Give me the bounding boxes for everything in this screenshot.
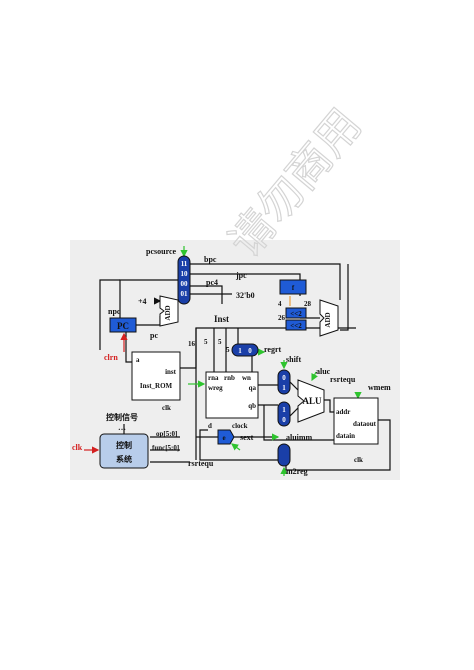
label-wmem: wmem bbox=[368, 383, 391, 392]
add2-label: ADD bbox=[324, 312, 332, 327]
mux-input-10: 10 bbox=[181, 270, 189, 278]
shift-box-1-label: <<2 bbox=[290, 310, 302, 318]
sext-box: e bbox=[217, 429, 235, 445]
label-clrn: clrn bbox=[104, 353, 118, 362]
label-op: op[5:0] bbox=[156, 430, 177, 438]
alu-label: ALU bbox=[302, 396, 322, 406]
label-pcsource: pcsource bbox=[146, 247, 177, 256]
pc-source-mux: 11 10 00 01 bbox=[177, 255, 191, 305]
label-m2reg: m2reg bbox=[286, 467, 308, 476]
label-26: 26 bbox=[278, 314, 286, 322]
rf-rna: rna bbox=[208, 374, 219, 382]
label-rsrtequ-bottom: rsrtequ bbox=[188, 459, 214, 468]
ram-datain: datain bbox=[336, 432, 355, 440]
rom-name: Inst_ROM bbox=[140, 382, 173, 390]
instruction-rom: a inst Inst_ROM clk bbox=[131, 351, 181, 412]
label-dots: … bbox=[118, 423, 126, 432]
rf-wreg: wreg bbox=[208, 384, 223, 392]
adder-branch: ADD bbox=[319, 299, 339, 337]
regrt-in-0: 0 bbox=[248, 347, 252, 355]
label-4: 4 bbox=[278, 300, 282, 308]
label-sext: sext bbox=[240, 433, 254, 442]
label-func: func[5:0] bbox=[152, 444, 179, 452]
label-5a: 5 bbox=[204, 338, 208, 346]
label-plus4: +4 bbox=[138, 297, 147, 306]
label-shift: shift bbox=[286, 355, 301, 364]
label-jpc: jpc bbox=[235, 271, 247, 280]
label-regrt: regrt bbox=[264, 345, 282, 354]
label-inst: Inst bbox=[214, 314, 229, 324]
control-line-1: 控制 bbox=[116, 440, 132, 450]
alu-mux-a-1: 1 bbox=[282, 384, 286, 392]
label-npc: npc bbox=[108, 307, 121, 316]
control-unit: 控制 系统 bbox=[99, 433, 149, 469]
mux-input-11: 11 bbox=[181, 260, 188, 268]
jpc-box-label: f bbox=[292, 284, 295, 292]
register-file: rna rnb wn wreg qa qb d clock bbox=[205, 371, 259, 430]
label-bpc: bpc bbox=[204, 255, 217, 264]
ram-addr: addr bbox=[336, 408, 350, 416]
m2reg-mux bbox=[277, 443, 291, 467]
rf-qa: qa bbox=[249, 384, 257, 392]
signal-labels: pcsource bpc jpc pc4 32'b0 +4 npc pc clr… bbox=[72, 247, 391, 476]
rom-inst: inst bbox=[165, 368, 177, 376]
label-aluc: aluc bbox=[316, 367, 331, 376]
alu-mux-b: 1 0 bbox=[277, 401, 291, 427]
alu-mux-a: 0 1 bbox=[277, 369, 291, 395]
rf-clock: clock bbox=[232, 422, 248, 430]
label-rsrtequ-top: rsrtequ bbox=[330, 375, 356, 384]
alu: ALU bbox=[297, 379, 325, 423]
label-16: 16 bbox=[188, 340, 196, 348]
ram-clk: clk bbox=[354, 456, 363, 464]
adder-pc4: ADD bbox=[159, 295, 179, 327]
rf-rnb: rnb bbox=[224, 374, 235, 382]
shift-left-boxes: <<2 <<2 bbox=[285, 307, 307, 331]
label-ctrl-signals: 控制信号 bbox=[106, 412, 138, 422]
data-ram: addr dataout datain clk bbox=[333, 397, 379, 464]
rom-clk: clk bbox=[162, 404, 171, 412]
label-5b: 5 bbox=[218, 338, 222, 346]
label-32b0: 32'b0 bbox=[236, 291, 255, 300]
pc-label: PC bbox=[117, 321, 129, 331]
label-28: 28 bbox=[304, 300, 312, 308]
label-clk-main: clk bbox=[72, 443, 83, 452]
add1-label: ADD bbox=[164, 305, 172, 320]
label-aluimm: aluimm bbox=[286, 433, 313, 442]
rom-a: a bbox=[136, 356, 140, 364]
alu-mux-b-1: 1 bbox=[282, 406, 286, 414]
label-5c: 5 bbox=[226, 346, 230, 354]
regrt-in-1: 1 bbox=[238, 347, 242, 355]
control-line-2: 系统 bbox=[116, 454, 132, 464]
rf-d: d bbox=[208, 422, 212, 430]
mux-input-01: 01 bbox=[181, 290, 189, 298]
label-pc4: pc4 bbox=[206, 278, 218, 287]
shift-box-2-label: <<2 bbox=[290, 322, 302, 330]
regrt-mux: 1 0 bbox=[231, 343, 259, 357]
rf-qb: qb bbox=[248, 402, 256, 410]
label-pc: pc bbox=[150, 331, 158, 340]
sext-box-label: e bbox=[222, 434, 225, 442]
alu-mux-b-0: 0 bbox=[282, 416, 286, 424]
rf-wn: wn bbox=[242, 374, 251, 382]
pc-register: PC bbox=[109, 317, 137, 333]
ram-dataout: dataout bbox=[353, 420, 377, 428]
mux-input-00: 00 bbox=[181, 280, 189, 288]
alu-mux-a-0: 0 bbox=[282, 374, 286, 382]
jpc-box: f bbox=[279, 279, 307, 295]
